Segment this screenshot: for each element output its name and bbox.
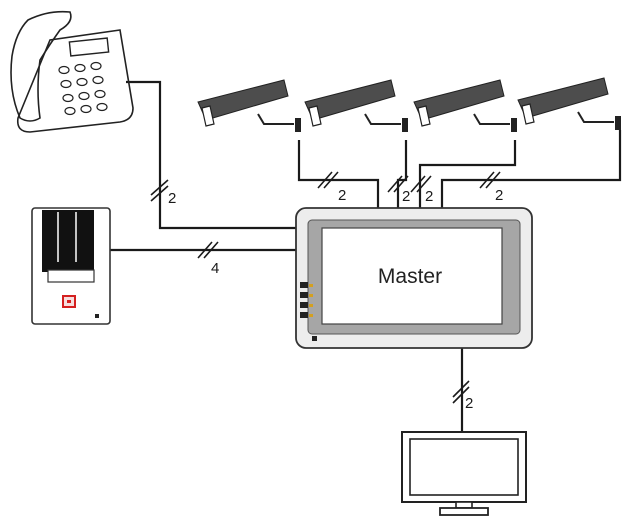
wire-count-camera-1: 2 — [338, 187, 346, 204]
monitor-icon — [401, 431, 527, 516]
tick-monitor-b — [452, 386, 470, 404]
tick-monitor-a — [452, 380, 470, 398]
wire-phone — [126, 80, 302, 230]
door-station-icon — [31, 207, 111, 325]
wire-camera-2 — [396, 140, 408, 212]
telephone-icon — [10, 10, 134, 133]
wire-count-phone: 2 — [168, 190, 176, 207]
tick-cam4-b — [485, 171, 501, 189]
master-label: Master — [378, 265, 442, 288]
wire-camera-1 — [297, 140, 380, 212]
tick-cam4-a — [479, 171, 495, 189]
tick-phone-b — [150, 185, 169, 202]
cctv-camera-icon — [413, 79, 517, 132]
tick-door-a — [197, 241, 213, 259]
wire-count-camera-3: 2 — [425, 188, 433, 205]
tick-cam2-a — [387, 175, 403, 193]
cctv-camera-icon — [304, 79, 408, 132]
cctv-camera-icon — [197, 79, 301, 132]
tick-door-b — [203, 241, 219, 259]
tick-cam1-a — [317, 171, 333, 189]
tick-cam2-b — [393, 175, 409, 193]
master-unit: Master — [295, 207, 533, 349]
wire-count-camera-2: 2 — [402, 188, 410, 205]
tick-cam3-a — [410, 175, 426, 193]
tick-cam3-b — [416, 175, 432, 193]
tick-phone-a — [150, 179, 169, 196]
wire-markers: 2 4 2 2 2 2 2 — [150, 171, 503, 412]
wires — [108, 80, 622, 432]
wire-count-door-station: 4 — [211, 260, 219, 277]
wire-camera-4 — [440, 130, 622, 212]
cctv-camera-icon — [517, 77, 621, 130]
master-side-buttons — [300, 282, 317, 341]
wire-count-camera-4: 2 — [495, 187, 503, 204]
wire-count-monitor: 2 — [465, 395, 473, 412]
tick-cam1-b — [323, 171, 339, 189]
